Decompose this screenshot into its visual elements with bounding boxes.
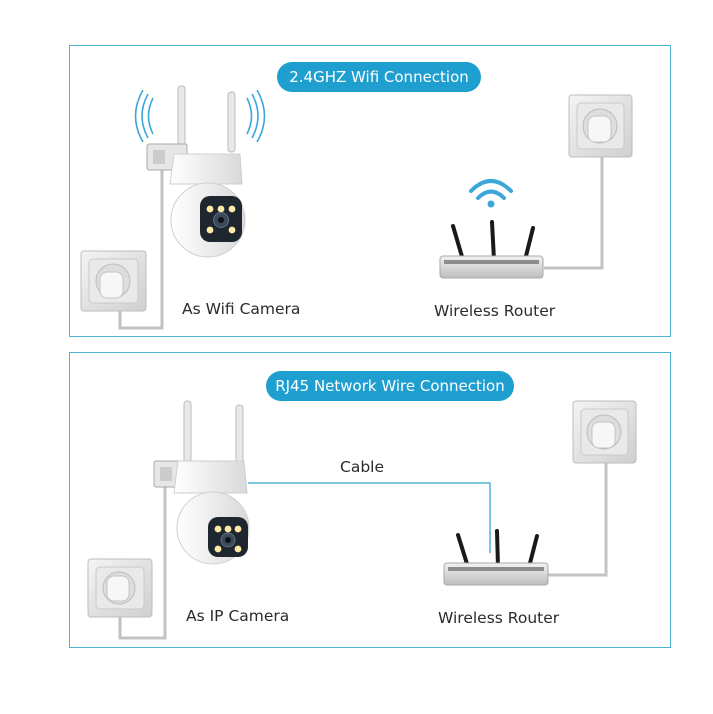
cable-label: Cable: [340, 458, 385, 476]
wifi-connection-panel: 2.4GHZ Wifi Connection: [69, 45, 671, 337]
ip-camera-label: As IP Camera: [186, 607, 290, 625]
wired-connection-title: RJ45 Network Wire Connection: [266, 371, 514, 401]
wired-diagram-artwork: [87, 400, 637, 640]
router-power-cord: [548, 463, 608, 577]
ptz-camera-icon: [153, 400, 250, 565]
camera-power-cord: [118, 461, 167, 640]
wifi-signal-icon: [469, 179, 513, 208]
wired-connection-panel: RJ45 Network Wire Connection: [69, 352, 671, 648]
router-icon: [439, 220, 544, 279]
ptz-camera-icon: [146, 85, 246, 258]
network-cable: [248, 482, 491, 553]
power-socket-icon: [80, 250, 147, 312]
wired-router-label: Wireless Router: [438, 609, 560, 627]
power-socket-icon: [568, 94, 633, 158]
router-icon: [443, 529, 549, 586]
wifi-router-label: Wireless Router: [434, 302, 556, 320]
power-socket-icon: [572, 400, 637, 464]
wifi-camera-label: As Wifi Camera: [182, 300, 301, 318]
router-power-cord: [544, 154, 604, 270]
wifi-connection-title: 2.4GHZ Wifi Connection: [277, 62, 481, 92]
wifi-diagram-artwork: [80, 85, 633, 330]
camera-power-cord: [118, 146, 164, 330]
camera-signal-icon: [134, 89, 266, 143]
power-socket-icon: [87, 558, 153, 618]
